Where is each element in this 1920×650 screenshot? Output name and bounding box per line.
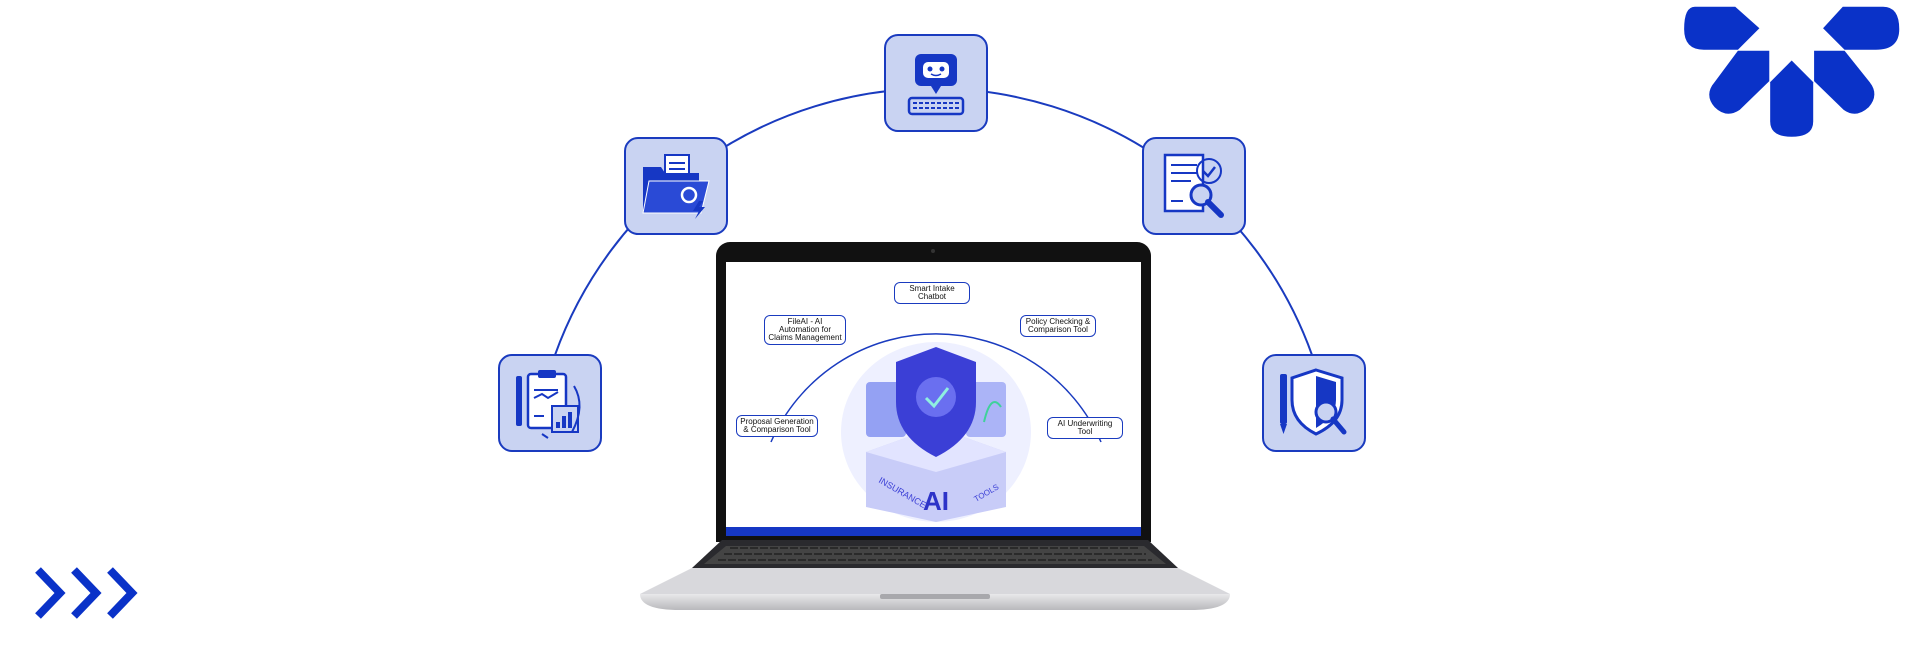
chatbot-icon xyxy=(907,54,965,116)
label-chatbot: Smart Intake Chatbot xyxy=(894,282,970,304)
chevrons-decoration xyxy=(35,567,138,619)
screen-footer-bar xyxy=(726,527,1141,536)
policy-search-icon xyxy=(1163,153,1224,218)
folder-automation-icon xyxy=(642,154,710,219)
underwriting-shield-icon xyxy=(1280,368,1347,436)
proposal-clipboard-tile[interactable] xyxy=(498,354,602,452)
label-policy: Policy Checking & Comparison Tool xyxy=(1020,315,1096,337)
chatbot-tile[interactable] xyxy=(884,34,988,132)
laptop-base xyxy=(640,540,1230,610)
ai-shield-hero: INSURANCE AI TOOLS xyxy=(841,342,1031,522)
screen-arc xyxy=(770,333,1102,443)
brand-logo xyxy=(1684,6,1900,137)
laptop-screen: INSURANCE AI TOOLS Smart Intake Chatbot … xyxy=(716,242,1151,542)
hero-center-text: AI xyxy=(923,486,949,516)
policy-search-tile[interactable] xyxy=(1142,137,1246,235)
webcam xyxy=(931,249,935,253)
label-underwriting: AI Underwriting Tool xyxy=(1047,417,1123,439)
label-fileai: FileAI - AI Automation for Claims Manage… xyxy=(764,315,846,345)
folder-automation-tile[interactable] xyxy=(624,137,728,235)
laptop-display: INSURANCE AI TOOLS Smart Intake Chatbot … xyxy=(726,262,1141,536)
underwriting-shield-tile[interactable] xyxy=(1262,354,1366,452)
proposal-clipboard-icon xyxy=(516,370,581,439)
label-proposal: Proposal Generation & Comparison Tool xyxy=(736,415,818,437)
